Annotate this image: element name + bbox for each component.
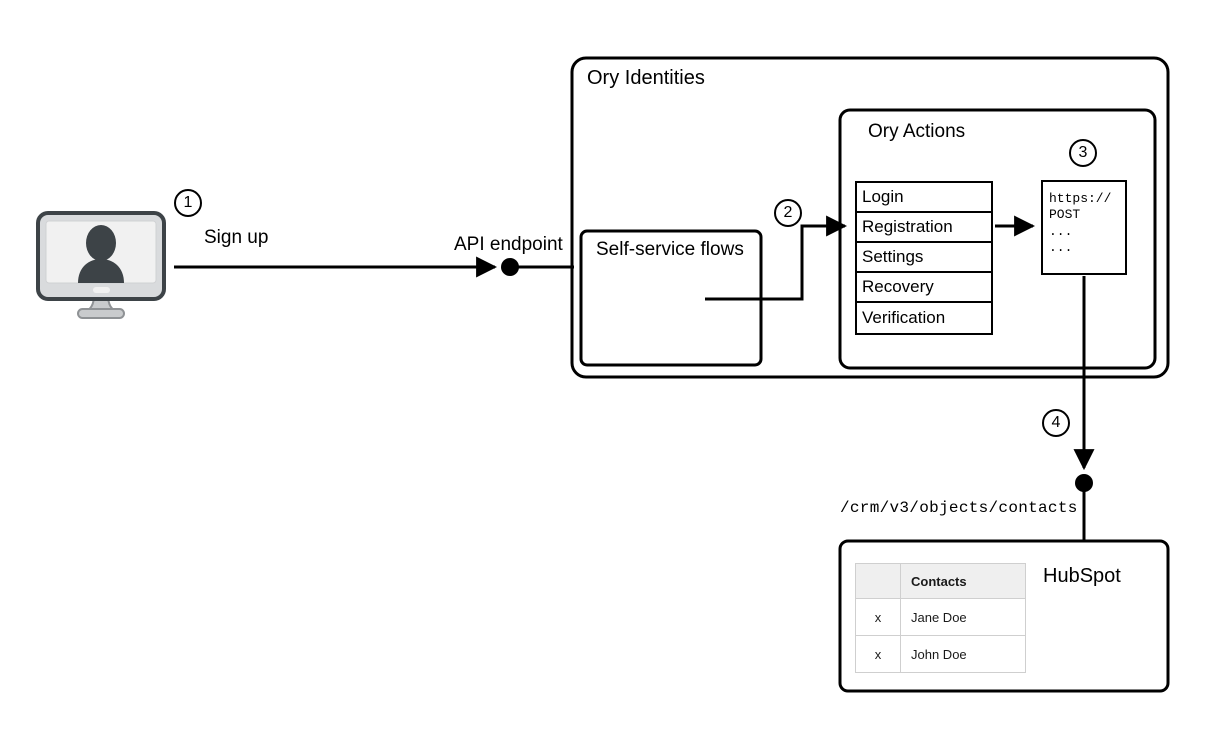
hubspot-api-path-label: /crm/v3/objects/contacts — [840, 499, 1078, 517]
table-header-row: Contacts — [855, 563, 1026, 599]
webhook-code-line-2: POST — [1049, 207, 1081, 223]
table-row[interactable]: x Jane Doe — [855, 598, 1026, 636]
step-badge-2: 2 — [774, 199, 802, 227]
api-endpoint-label: API endpoint — [454, 234, 563, 255]
self-service-flows-title: Self-service flows — [596, 239, 744, 260]
api-endpoint-dot — [501, 258, 519, 276]
avatar-head — [86, 225, 116, 261]
ory-identities-title: Ory Identities — [587, 67, 705, 89]
avatar-shoulders — [78, 259, 124, 283]
table-header-cell-blank — [855, 563, 901, 599]
hubspot-endpoint-dot — [1075, 474, 1093, 492]
monitor-power-nub — [93, 287, 110, 293]
step-badge-4: 4 — [1042, 409, 1070, 437]
hubspot-contacts-table: Contacts x Jane Doe x John Doe — [855, 563, 1026, 673]
table-header-cell-contacts: Contacts — [900, 563, 1026, 599]
flow-list-item-verification[interactable]: Verification — [862, 308, 946, 327]
table-cell-name: John Doe — [900, 635, 1026, 673]
selfservice-to-registration-connector — [705, 215, 848, 301]
webhook-code-line-4: ... — [1049, 239, 1073, 255]
flow-list-item-recovery[interactable]: Recovery — [857, 273, 991, 303]
webhook-code-line-1: https:// — [1049, 191, 1112, 206]
hubspot-title: HubSpot — [1043, 565, 1121, 587]
monitor-stand-base — [77, 308, 125, 319]
flow-list-item-registration[interactable]: Registration — [857, 213, 991, 243]
ory-actions-flow-list: Login Registration Settings Recovery Ver… — [855, 181, 993, 335]
signup-edge-label: Sign up — [204, 227, 269, 248]
table-cell-flag: x — [855, 635, 901, 673]
flow-list-item-settings[interactable]: Settings — [857, 243, 991, 273]
webhook-code-line-3: ... — [1049, 223, 1073, 239]
webhook-code-box: https:// POST ... ... — [1041, 180, 1127, 275]
table-cell-name: Jane Doe — [900, 598, 1026, 636]
flow-list-item-login[interactable]: Login — [857, 183, 991, 213]
monitor-user-icon — [36, 211, 166, 319]
step-badge-1: 1 — [174, 189, 202, 217]
ory-actions-title: Ory Actions — [868, 121, 966, 142]
table-cell-flag: x — [855, 598, 901, 636]
table-row[interactable]: x John Doe — [855, 635, 1026, 673]
step-badge-3: 3 — [1069, 139, 1097, 167]
